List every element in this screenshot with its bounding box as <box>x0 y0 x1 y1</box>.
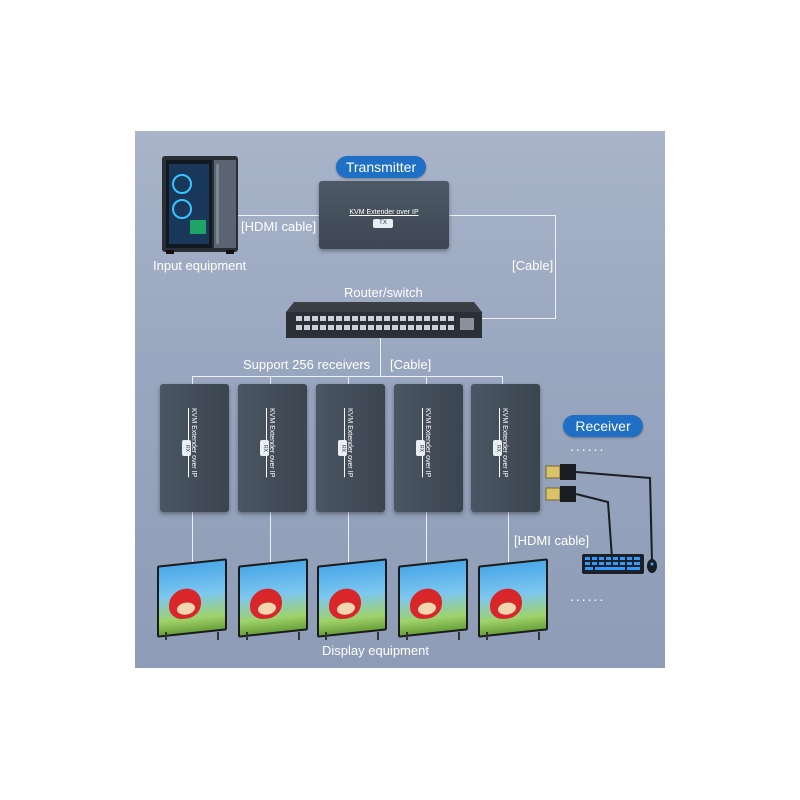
cable-mid-label: [Cable] <box>390 357 432 372</box>
input-equipment-label: Input equipment <box>153 258 247 273</box>
tv-screen <box>317 558 387 638</box>
cable-line-switch-down <box>380 338 381 376</box>
dots-bottom: ...... <box>570 588 606 604</box>
receiver-badge: RX <box>338 440 347 456</box>
cable-right-label: [Cable] <box>512 258 554 273</box>
display-tv-2 <box>236 558 310 640</box>
receiver-device-5: KVM Extender over IP RX <box>471 384 540 512</box>
receiver-badge: RX <box>182 440 191 456</box>
receiver-device-name: KVM Extender over IP <box>501 408 508 478</box>
display-tv-4 <box>396 558 470 640</box>
receiver-device-name: KVM Extender over IP <box>424 408 431 478</box>
transmitter-label: Transmitter <box>336 156 426 178</box>
support-receivers-label: Support 256 receivers <box>243 357 371 372</box>
line-rx3 <box>348 376 349 384</box>
cable-line-receivers-bus <box>192 376 502 377</box>
hdmi-line-top <box>236 215 319 216</box>
receiver-device-3: KVM Extender over IP RX <box>316 384 385 512</box>
line-rx2 <box>270 376 271 384</box>
transmitter-device: KVM Extender over IP TX <box>319 181 449 249</box>
pc-tower-icon <box>162 156 238 254</box>
receiver-device-1: KVM Extender over IP RX <box>160 384 229 512</box>
tv-screen <box>478 558 548 638</box>
receiver-badge: RX <box>260 440 269 456</box>
dots-top: ...... <box>570 438 606 454</box>
receiver-device-4: KVM Extender over IP RX <box>394 384 463 512</box>
transmitter-badge: TX <box>373 219 393 228</box>
cable-line-to-switch <box>478 318 556 319</box>
hdmi-cable-top-label: [HDMI cable] <box>241 219 317 234</box>
tv-screen <box>398 558 468 638</box>
display-tv-1 <box>155 558 229 640</box>
line-rx4 <box>426 376 427 384</box>
cable-line-vertical-right <box>555 215 556 319</box>
receiver-badge: RX <box>493 440 502 456</box>
display-tv-5 <box>476 558 550 640</box>
line-rx1 <box>192 376 193 384</box>
tv-screen <box>157 558 227 638</box>
tv-screen <box>238 558 308 638</box>
router-switch-label: Router/switch <box>344 285 423 300</box>
receiver-device-name: KVM Extender over IP <box>190 408 197 478</box>
cable-line-tx-right <box>449 215 555 216</box>
display-equipment-label: Display equipment <box>322 643 429 658</box>
hdmi-cable-bottom-label: [HDMI cable] <box>514 533 590 548</box>
receiver-badge: RX <box>416 440 425 456</box>
hdmi-line-rx3 <box>348 512 349 562</box>
network-switch-icon <box>286 302 482 338</box>
hdmi-line-rx2 <box>270 512 271 562</box>
hdmi-line-rx4 <box>426 512 427 562</box>
receiver-device-name: KVM Extender over IP <box>346 408 353 478</box>
hdmi-line-rx1 <box>192 512 193 562</box>
usb-cable-icon <box>545 464 657 573</box>
keyboard-icon <box>582 554 644 574</box>
receiver-device-2: KVM Extender over IP RX <box>238 384 307 512</box>
line-rx5 <box>502 376 503 384</box>
display-tv-3 <box>315 558 389 640</box>
receiver-device-name: KVM Extender over IP <box>268 408 275 478</box>
transmitter-device-name: KVM Extender over IP <box>349 209 419 216</box>
receiver-label: Receiver <box>563 415 643 437</box>
hdmi-line-rx5 <box>508 512 509 562</box>
